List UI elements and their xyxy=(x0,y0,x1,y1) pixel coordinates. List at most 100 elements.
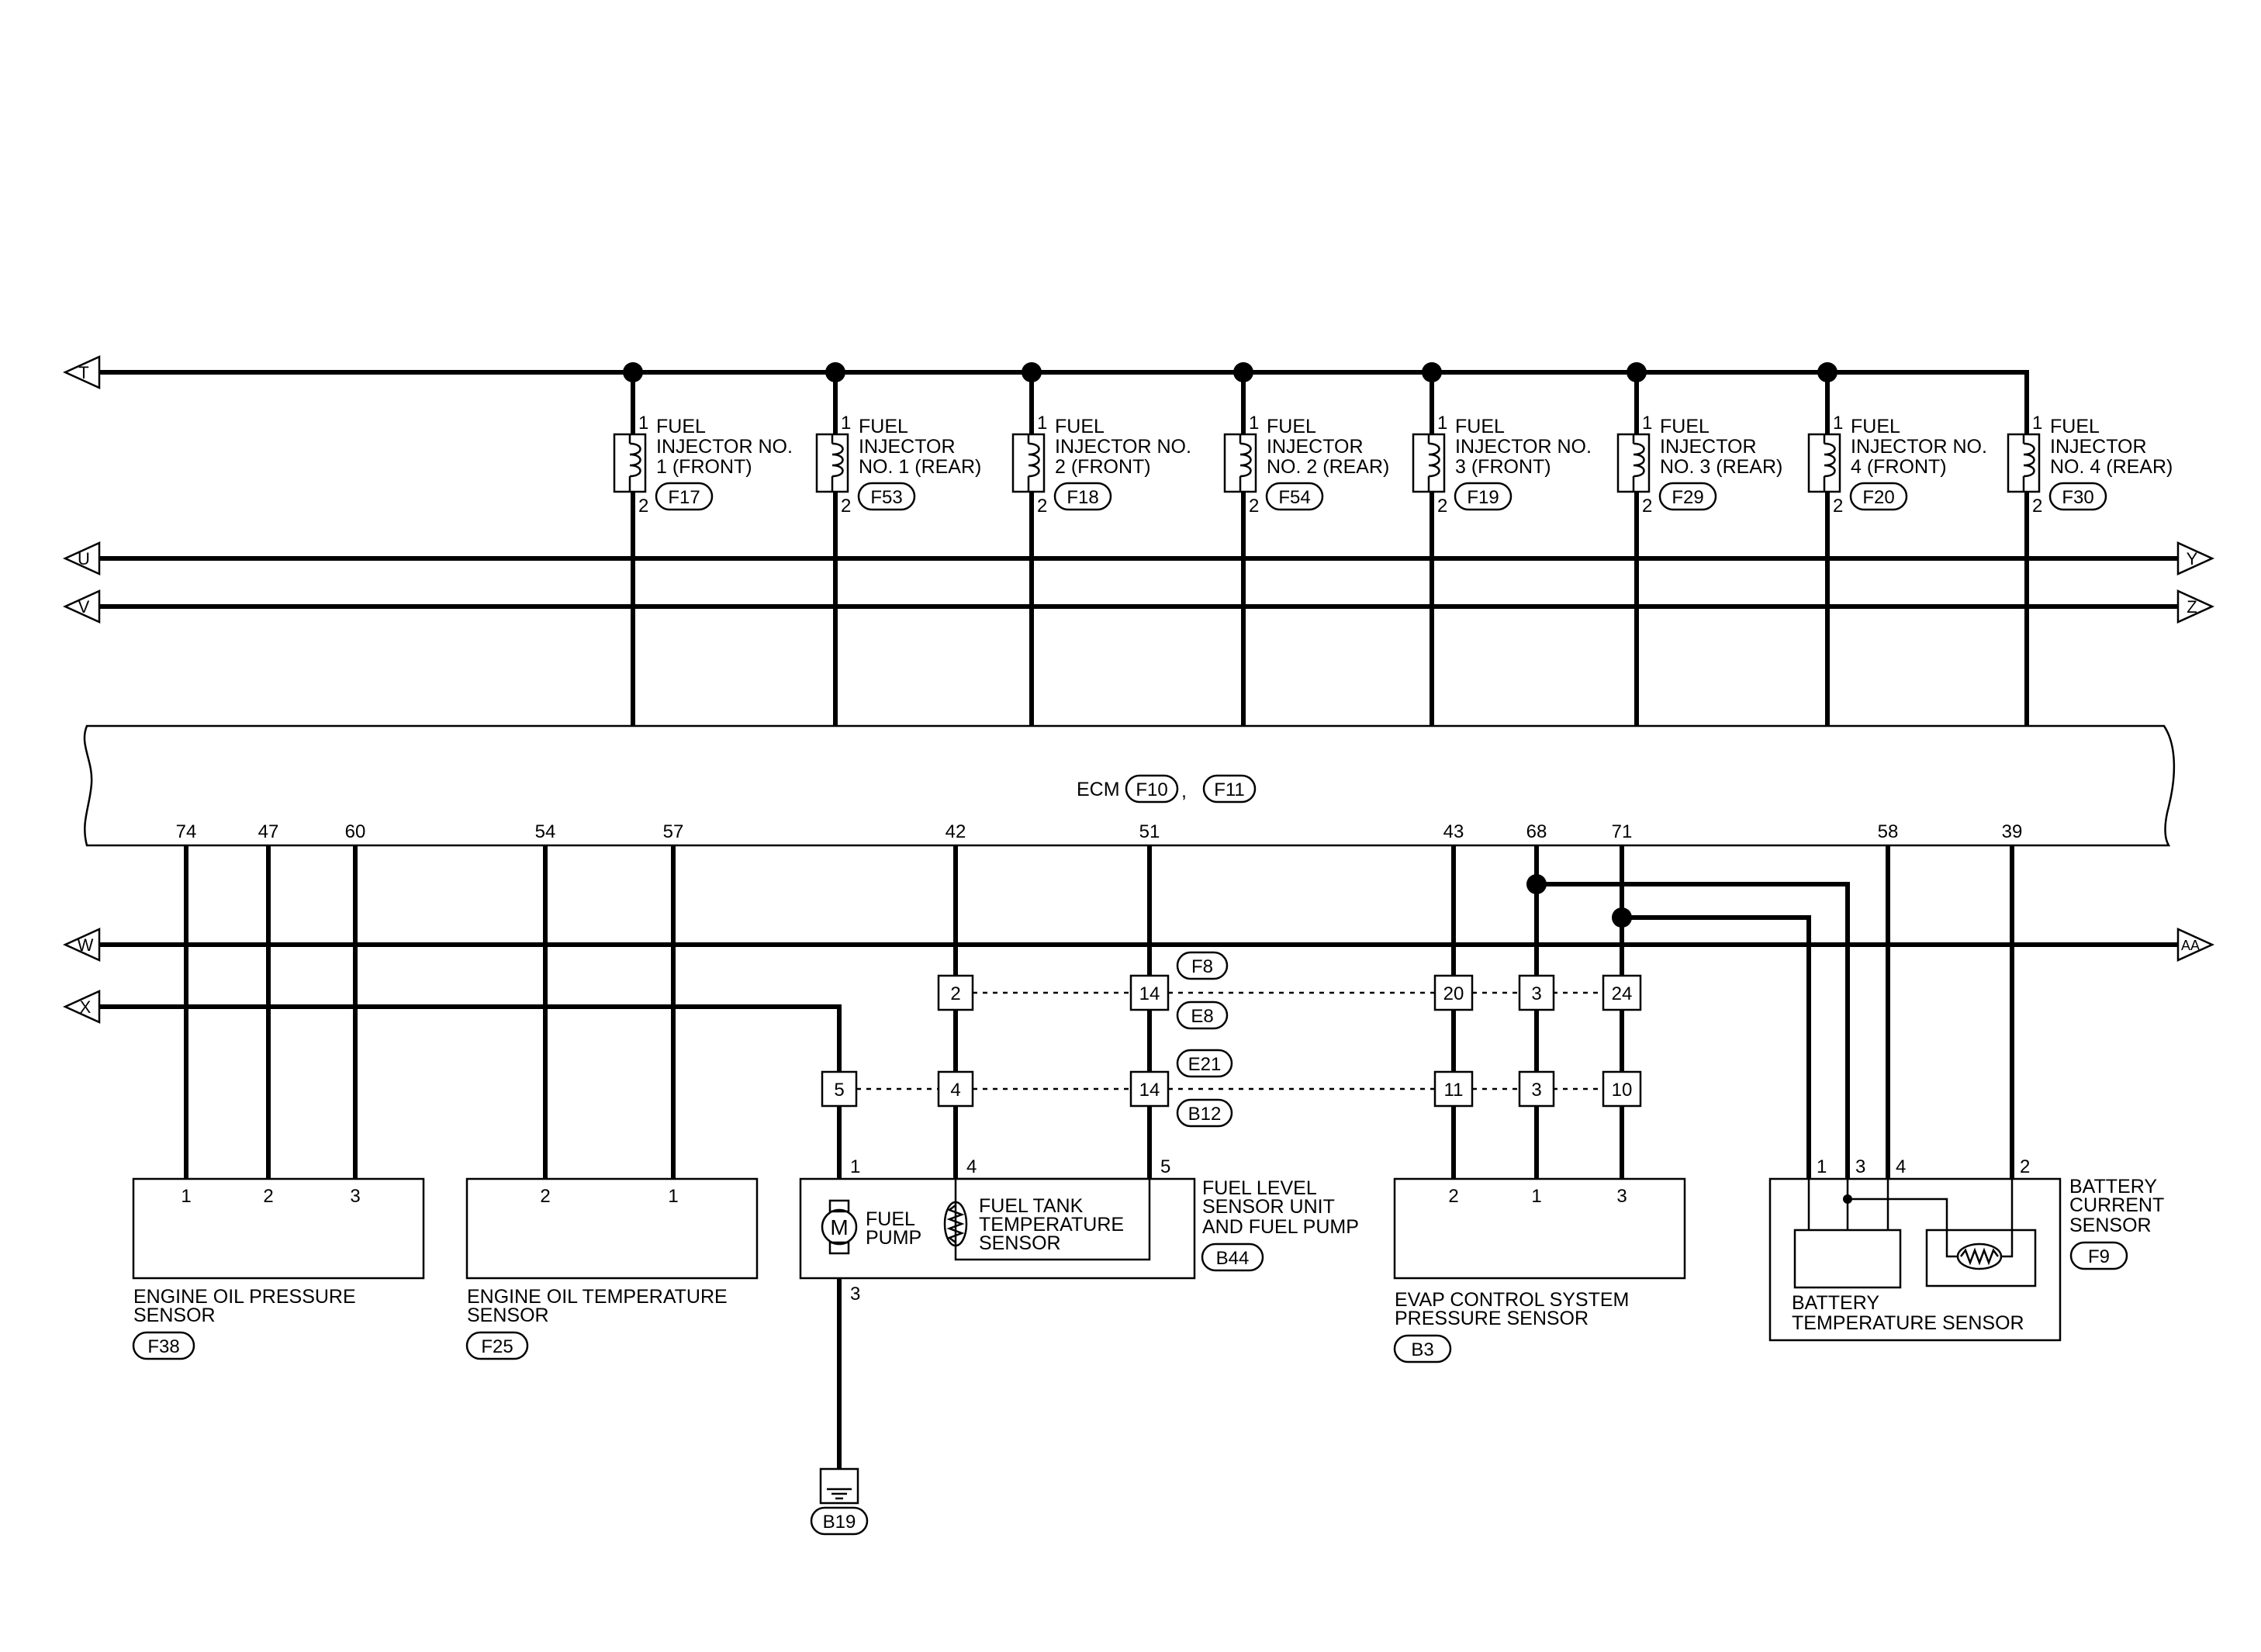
connector-tag: F17 xyxy=(668,487,700,508)
svg-text:T: T xyxy=(78,363,88,382)
offpage-connector-y: Y xyxy=(2176,541,2215,575)
ecm-code-1: F10 xyxy=(1136,779,1167,800)
svg-text:1: 1 xyxy=(2032,413,2042,434)
svg-text:3: 3 xyxy=(1616,1186,1627,1207)
svg-text:2: 2 xyxy=(263,1186,273,1207)
ecm-pin: 43 xyxy=(1443,821,1464,842)
svg-text:FUEL: FUEL xyxy=(866,1208,915,1230)
injector-label: INJECTOR xyxy=(2050,436,2147,458)
harness-pin: 5 xyxy=(834,1080,844,1101)
injector-label: 1 (FRONT) xyxy=(656,456,752,478)
injector-label: INJECTOR xyxy=(1660,436,1757,458)
connector-tag: F29 xyxy=(1672,487,1703,508)
connector-tag: F18 xyxy=(1067,487,1098,508)
svg-text:,: , xyxy=(1181,780,1187,802)
svg-text:AND FUEL PUMP: AND FUEL PUMP xyxy=(1202,1216,1359,1238)
svg-text:SENSOR: SENSOR xyxy=(2069,1215,2152,1236)
svg-text:M: M xyxy=(830,1215,848,1239)
svg-text:ENGINE OIL PRESSURE: ENGINE OIL PRESSURE xyxy=(133,1286,356,1308)
svg-text:SENSOR: SENSOR xyxy=(979,1232,1061,1254)
injector-coil-icon xyxy=(628,434,641,492)
ecm-pin: 74 xyxy=(176,821,197,842)
injector-label: 4 (FRONT) xyxy=(1851,456,1947,478)
offpage-connector-v: V xyxy=(62,589,101,624)
engine-oil-pressure-sensor: 1 2 3 ENGINE OIL PRESSURE SENSOR F38 xyxy=(132,1177,425,1360)
svg-text:1: 1 xyxy=(850,1156,860,1177)
svg-text:SENSOR UNIT: SENSOR UNIT xyxy=(1202,1196,1335,1218)
harness-pin: 10 xyxy=(1612,1080,1633,1101)
svg-text:F9: F9 xyxy=(2088,1246,2110,1267)
splice-dot xyxy=(1022,362,1042,382)
injector-label: FUEL xyxy=(1455,416,1505,437)
connector-tag: F54 xyxy=(1278,487,1310,508)
injector-label: INJECTOR xyxy=(859,436,956,458)
ecm-label: ECM xyxy=(1077,779,1120,800)
svg-text:B19: B19 xyxy=(823,1512,856,1533)
injector-label: INJECTOR NO. xyxy=(1455,436,1592,458)
offpage-connector-u: U xyxy=(62,541,101,575)
svg-text:5: 5 xyxy=(1160,1156,1170,1177)
svg-text:1: 1 xyxy=(1833,413,1843,434)
offpage-connector-z: Z xyxy=(2176,589,2215,624)
ecm-code-2: F11 xyxy=(1214,779,1245,800)
injector-label: INJECTOR NO. xyxy=(656,436,793,458)
svg-text:2: 2 xyxy=(1249,496,1259,517)
svg-text:FUEL LEVEL: FUEL LEVEL xyxy=(1202,1177,1317,1199)
svg-text:SENSOR: SENSOR xyxy=(467,1305,549,1326)
connector-tag: B12 xyxy=(1188,1104,1222,1125)
svg-text:CURRENT: CURRENT xyxy=(2069,1194,2164,1216)
connector-tag: F53 xyxy=(870,487,902,508)
injector-label: NO. 3 (REAR) xyxy=(1660,456,1782,478)
injector-coil-icon xyxy=(831,434,844,492)
ecm-pin: 42 xyxy=(946,821,966,842)
svg-text:TEMPERATURE SENSOR: TEMPERATURE SENSOR xyxy=(1792,1312,2024,1334)
svg-text:1: 1 xyxy=(668,1186,678,1207)
ecm-pin: 39 xyxy=(2002,821,2023,842)
harness-pin: 14 xyxy=(1139,1080,1160,1101)
injector-label: FUEL xyxy=(656,416,706,437)
injector-coil-icon xyxy=(1427,434,1440,492)
svg-text:3: 3 xyxy=(850,1284,860,1305)
svg-text:1: 1 xyxy=(1249,413,1259,434)
splice-dot xyxy=(1233,362,1253,382)
svg-text:BATTERY: BATTERY xyxy=(1792,1292,1879,1314)
svg-text:W: W xyxy=(78,935,94,955)
svg-text:1: 1 xyxy=(1037,413,1047,434)
battery-current-sensor: 1 3 4 2 BATTERY TEMPERATURE SENSOR BATTE… xyxy=(1768,1156,2164,1342)
injector-label: FUEL xyxy=(1267,416,1316,437)
injector-label: FUEL xyxy=(1055,416,1105,437)
ecm-pin: 47 xyxy=(258,821,279,842)
offpage-connector-x: X xyxy=(62,990,101,1024)
motor-icon: M xyxy=(821,1199,858,1255)
injector-label: 3 (FRONT) xyxy=(1455,456,1551,478)
injector-coil-icon xyxy=(1027,434,1040,492)
svg-text:F25: F25 xyxy=(481,1336,513,1357)
injector-label: NO. 4 (REAR) xyxy=(2050,456,2173,478)
injector-label: FUEL xyxy=(1660,416,1710,437)
harness-pin: 11 xyxy=(1444,1080,1464,1101)
harness-pin: 3 xyxy=(1531,1080,1541,1101)
svg-text:X: X xyxy=(80,997,92,1017)
splice-dot xyxy=(1627,362,1647,382)
svg-text:2: 2 xyxy=(638,496,648,517)
ecm-pin: 71 xyxy=(1612,821,1633,842)
svg-text:4: 4 xyxy=(966,1156,977,1177)
harness-pin: 2 xyxy=(950,983,960,1004)
thermistor-icon xyxy=(943,1201,968,1247)
svg-text:AA: AA xyxy=(2181,938,2200,953)
svg-text:2: 2 xyxy=(2020,1156,2030,1177)
ecm-module: ECM F10 , F11 xyxy=(83,724,2176,847)
harness-pin: 20 xyxy=(1443,983,1464,1004)
svg-text:F38: F38 xyxy=(147,1336,179,1357)
harness-pin: 4 xyxy=(950,1080,960,1101)
injector-label: INJECTOR xyxy=(1267,436,1364,458)
svg-text:Y: Y xyxy=(2187,549,2198,569)
injector-label: FUEL xyxy=(1851,416,1900,437)
svg-text:1: 1 xyxy=(1437,413,1447,434)
